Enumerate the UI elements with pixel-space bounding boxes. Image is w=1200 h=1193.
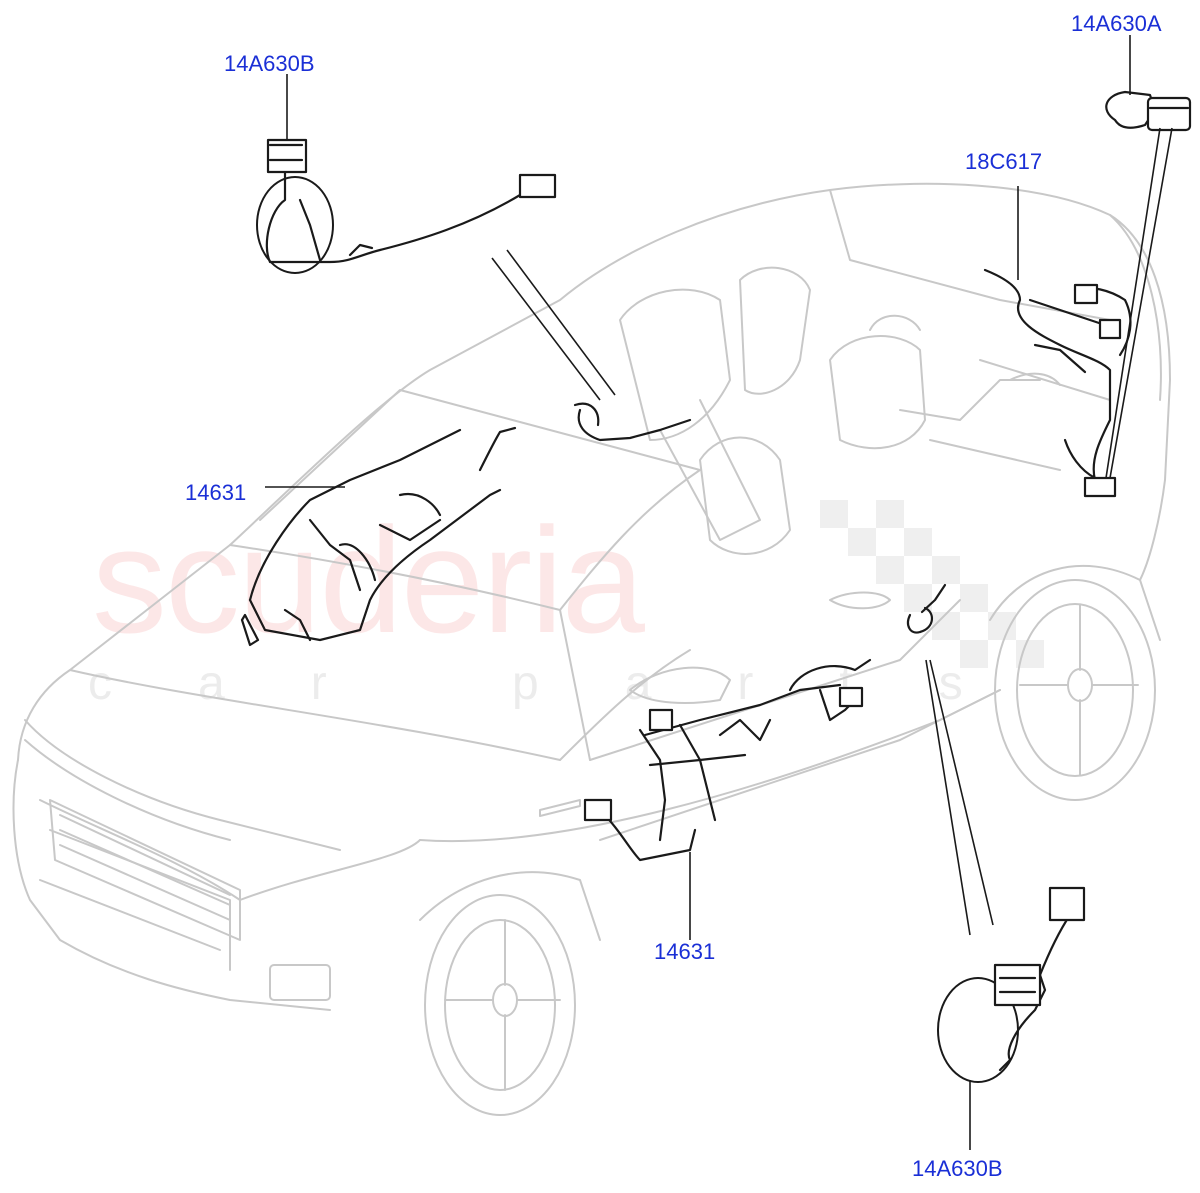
rear-harness [983,268,1132,498]
watermark-tagline: car parts [88,657,1049,710]
top-right-harness-detail [1105,90,1192,132]
label-dash-harness[interactable]: 14631 [185,480,247,505]
seat-harness [573,402,692,442]
pointer-top-left-a [491,257,601,401]
pointer-bottom-b [929,659,994,926]
label-rear-harness[interactable]: 18C617 [965,149,1043,174]
vehicle-outline [12,182,1171,1116]
pointer-top-right-b [1109,127,1173,479]
label-top-right-harness[interactable]: 14A630A [1071,11,1162,36]
body-harness [583,658,872,862]
pointer-top-left-b [506,249,616,396]
door-harness [906,583,947,634]
label-body-harness[interactable]: 14631 [654,939,716,964]
leader-lines [265,35,1173,1150]
label-top-left-harness[interactable]: 14A630B [224,51,315,76]
checkered-flag-watermark [820,500,1044,668]
pointer-top-right-a [1105,127,1161,479]
top-left-harness-detail [256,138,557,274]
dash-harness [240,426,517,647]
label-bottom-harness[interactable]: 14A630B [912,1156,1003,1181]
wiring-harnesses [240,90,1192,1083]
pointer-bottom-a [925,659,971,936]
bottom-harness-detail [937,886,1086,1083]
